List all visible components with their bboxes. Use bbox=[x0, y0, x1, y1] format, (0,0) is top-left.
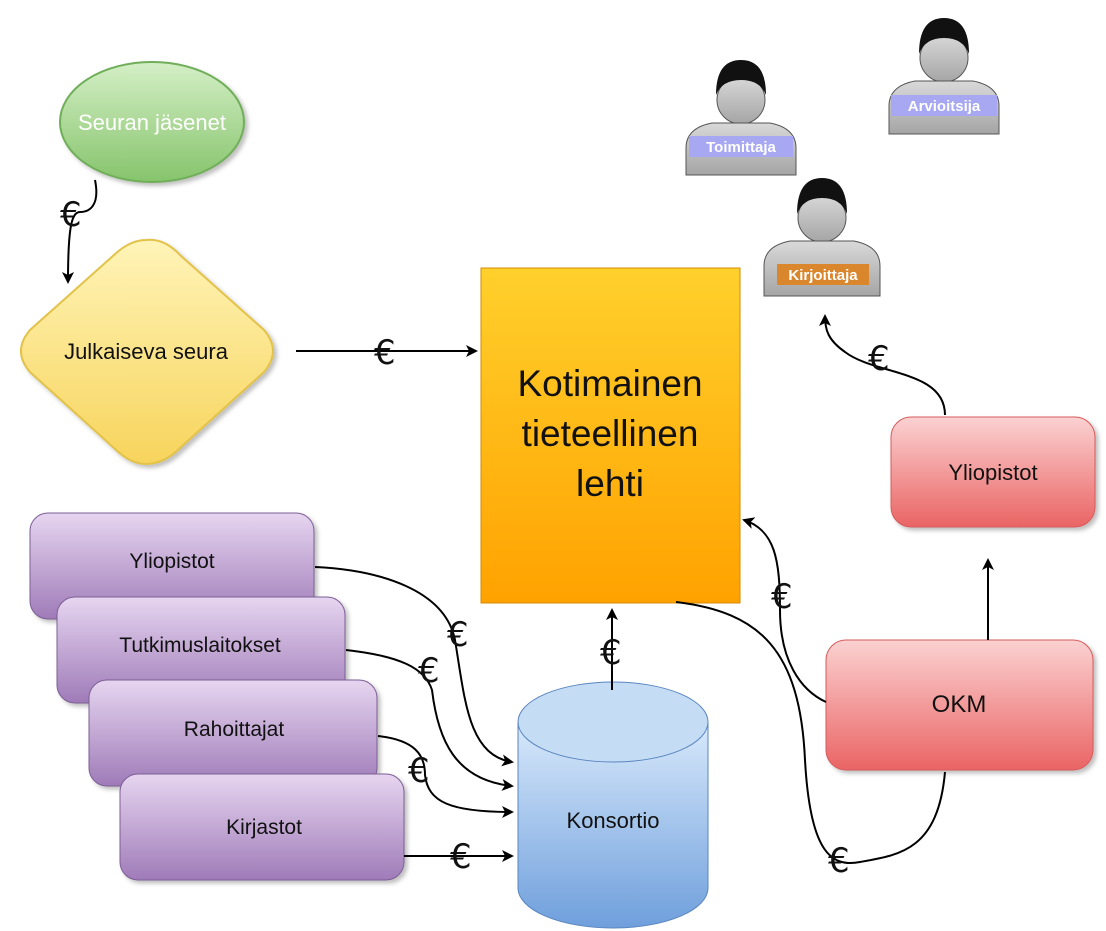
stack-item-funders: Rahoittajat bbox=[88, 679, 378, 787]
arrow-funders-consortium bbox=[377, 735, 514, 818]
journal-title-line-3: lehti bbox=[576, 463, 644, 504]
euro-label: € bbox=[447, 615, 469, 655]
arrow-journal-okm bbox=[675, 601, 946, 864]
euro-label: € bbox=[408, 751, 430, 791]
stack-item-libraries: Kirjastot bbox=[119, 773, 405, 881]
society-label: Julkaiseva seura bbox=[64, 339, 229, 364]
person-icon: Kirjoittaja bbox=[763, 178, 881, 297]
universities-right-label: Yliopistot bbox=[948, 460, 1037, 485]
euro-label: € bbox=[600, 633, 622, 673]
arrow-institutes-consortium bbox=[345, 649, 514, 791]
arrow-okm-journal bbox=[742, 517, 827, 703]
journal-title-line-1: Kotimainen bbox=[517, 363, 702, 404]
universities-right-node: Yliopistot bbox=[890, 416, 1096, 528]
euro-label: € bbox=[60, 195, 82, 235]
editor-label: Toimittaja bbox=[706, 139, 776, 156]
reviewer-label: Arvioitsija bbox=[908, 98, 981, 115]
stack-label: Tutkimuslaitokset bbox=[119, 634, 281, 657]
person-icon: Arvioitsija bbox=[888, 18, 1000, 135]
stack-item-universities: Yliopistot bbox=[29, 512, 315, 620]
journal-title-line-2: tieteellinen bbox=[522, 413, 699, 454]
consortium-node: Konsortio bbox=[517, 681, 709, 929]
stack-label: Yliopistot bbox=[129, 550, 214, 573]
society-node: Julkaiseva seura bbox=[20, 238, 274, 466]
author-label: Kirjoittaja bbox=[788, 267, 858, 284]
euro-label: € bbox=[828, 841, 850, 881]
euro-label: € bbox=[418, 651, 440, 691]
members-node: Seuran jäsenet bbox=[59, 61, 245, 183]
stack-label: Rahoittajat bbox=[184, 718, 285, 741]
journal-node: Kotimainen tieteellinen lehti bbox=[480, 267, 741, 604]
euro-label: € bbox=[450, 837, 472, 877]
euro-label: € bbox=[771, 577, 793, 617]
arrow-universities-consortium bbox=[314, 566, 514, 767]
okm-node: OKM bbox=[825, 639, 1094, 771]
euro-label: € bbox=[868, 339, 890, 379]
arrow-universities-author bbox=[819, 314, 946, 416]
arrow-members-society bbox=[62, 179, 98, 284]
members-label: Seuran jäsenet bbox=[78, 110, 226, 135]
stack-label: Kirjastot bbox=[226, 816, 302, 839]
consortium-label: Konsortio bbox=[567, 808, 660, 833]
okm-label: OKM bbox=[932, 691, 987, 718]
euro-label: € bbox=[374, 333, 396, 373]
person-icon: Toimittaja bbox=[685, 60, 797, 176]
